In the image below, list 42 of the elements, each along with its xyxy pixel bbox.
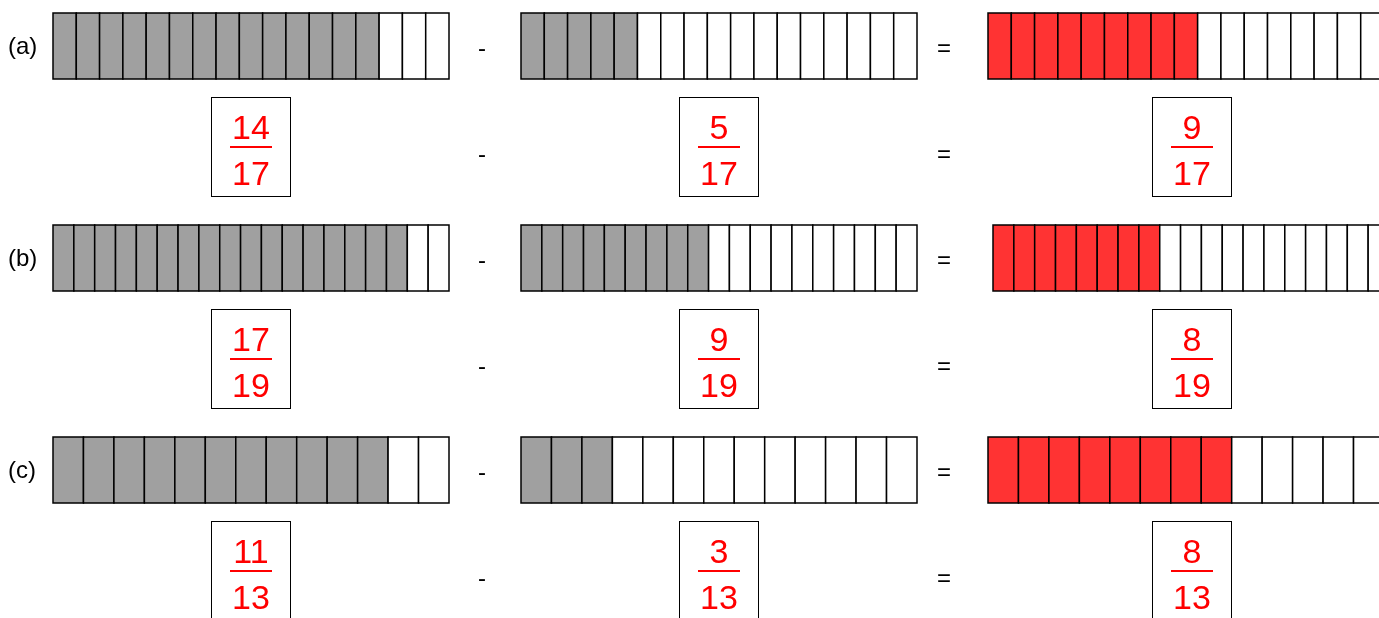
equals-sign: = bbox=[937, 566, 951, 590]
fraction-box bbox=[679, 309, 759, 409]
denominator: 13 bbox=[1172, 580, 1212, 614]
numerator: 5 bbox=[708, 110, 730, 144]
numerator: 3 bbox=[708, 534, 730, 568]
numerator: 9 bbox=[708, 322, 730, 356]
fraction-box bbox=[1152, 97, 1232, 197]
denominator: 17 bbox=[1172, 156, 1212, 190]
row-label: (c) bbox=[8, 458, 36, 482]
fraction-box bbox=[211, 309, 291, 409]
equals-sign: = bbox=[937, 460, 951, 484]
numerator: 11 bbox=[232, 534, 270, 568]
minus-sign: - bbox=[478, 142, 486, 166]
equals-sign: = bbox=[937, 354, 951, 378]
minus-sign: - bbox=[478, 36, 486, 60]
minus-sign: - bbox=[478, 566, 486, 590]
equals-sign: = bbox=[937, 248, 951, 272]
denominator: 13 bbox=[699, 580, 739, 614]
fraction-box bbox=[679, 521, 759, 618]
fraction-box bbox=[211, 97, 291, 197]
equals-sign: = bbox=[937, 142, 951, 166]
fraction-box bbox=[1152, 521, 1232, 618]
fraction-box bbox=[679, 97, 759, 197]
numerator: 14 bbox=[231, 110, 271, 144]
denominator: 19 bbox=[231, 368, 271, 402]
numerator: 17 bbox=[231, 322, 271, 356]
numerator: 8 bbox=[1181, 534, 1203, 568]
denominator: 19 bbox=[699, 368, 739, 402]
row-label: (a) bbox=[8, 34, 38, 58]
denominator: 17 bbox=[231, 156, 271, 190]
row-label: (b) bbox=[8, 246, 38, 270]
denominator: 17 bbox=[699, 156, 739, 190]
minus-sign: - bbox=[478, 460, 486, 484]
equals-sign: = bbox=[937, 36, 951, 60]
numerator: 9 bbox=[1181, 110, 1203, 144]
fraction-box bbox=[1152, 309, 1232, 409]
numerator: 8 bbox=[1181, 322, 1203, 356]
fraction-box bbox=[211, 521, 291, 618]
denominator: 13 bbox=[231, 580, 271, 614]
minus-sign: - bbox=[478, 354, 486, 378]
denominator: 19 bbox=[1172, 368, 1212, 402]
minus-sign: - bbox=[478, 248, 486, 272]
